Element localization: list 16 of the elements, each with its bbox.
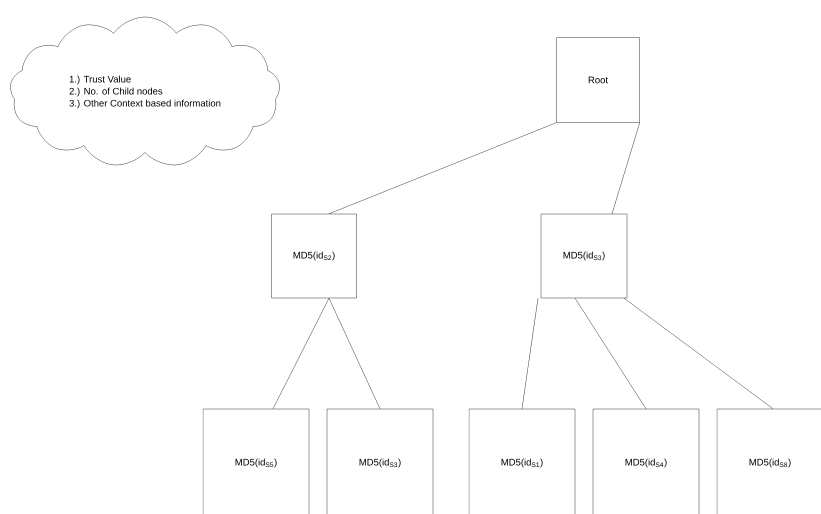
tree-node-box: Root <box>556 37 640 123</box>
tree-node-box: MD5(id$_{S4}$) <box>592 408 700 514</box>
tree-node-box: MD5(id$_{S8}$) <box>716 408 821 514</box>
cloud-callout: 1.) Trust Value 2.) No. of Child nodes 3.) Other Context based information <box>10 16 280 166</box>
tree-node-box: MD5(id$_{S3}$) <box>540 214 628 298</box>
tree-node-box: MD5(id$_{S2}$) <box>271 214 357 298</box>
tree-node-box: MD5(id$_{S3}$) <box>326 408 434 514</box>
tree-line <box>612 122 640 214</box>
tree-line <box>328 122 556 214</box>
tree-node-box: MD5(id$_{S5}$) <box>202 408 310 514</box>
tree-line <box>272 298 330 409</box>
tree-line <box>522 298 538 409</box>
tree-line <box>328 298 380 409</box>
tree-line <box>624 298 774 409</box>
tree-node-box: MD5(id$_{S1}$) <box>468 408 576 514</box>
tree-line <box>574 298 646 409</box>
